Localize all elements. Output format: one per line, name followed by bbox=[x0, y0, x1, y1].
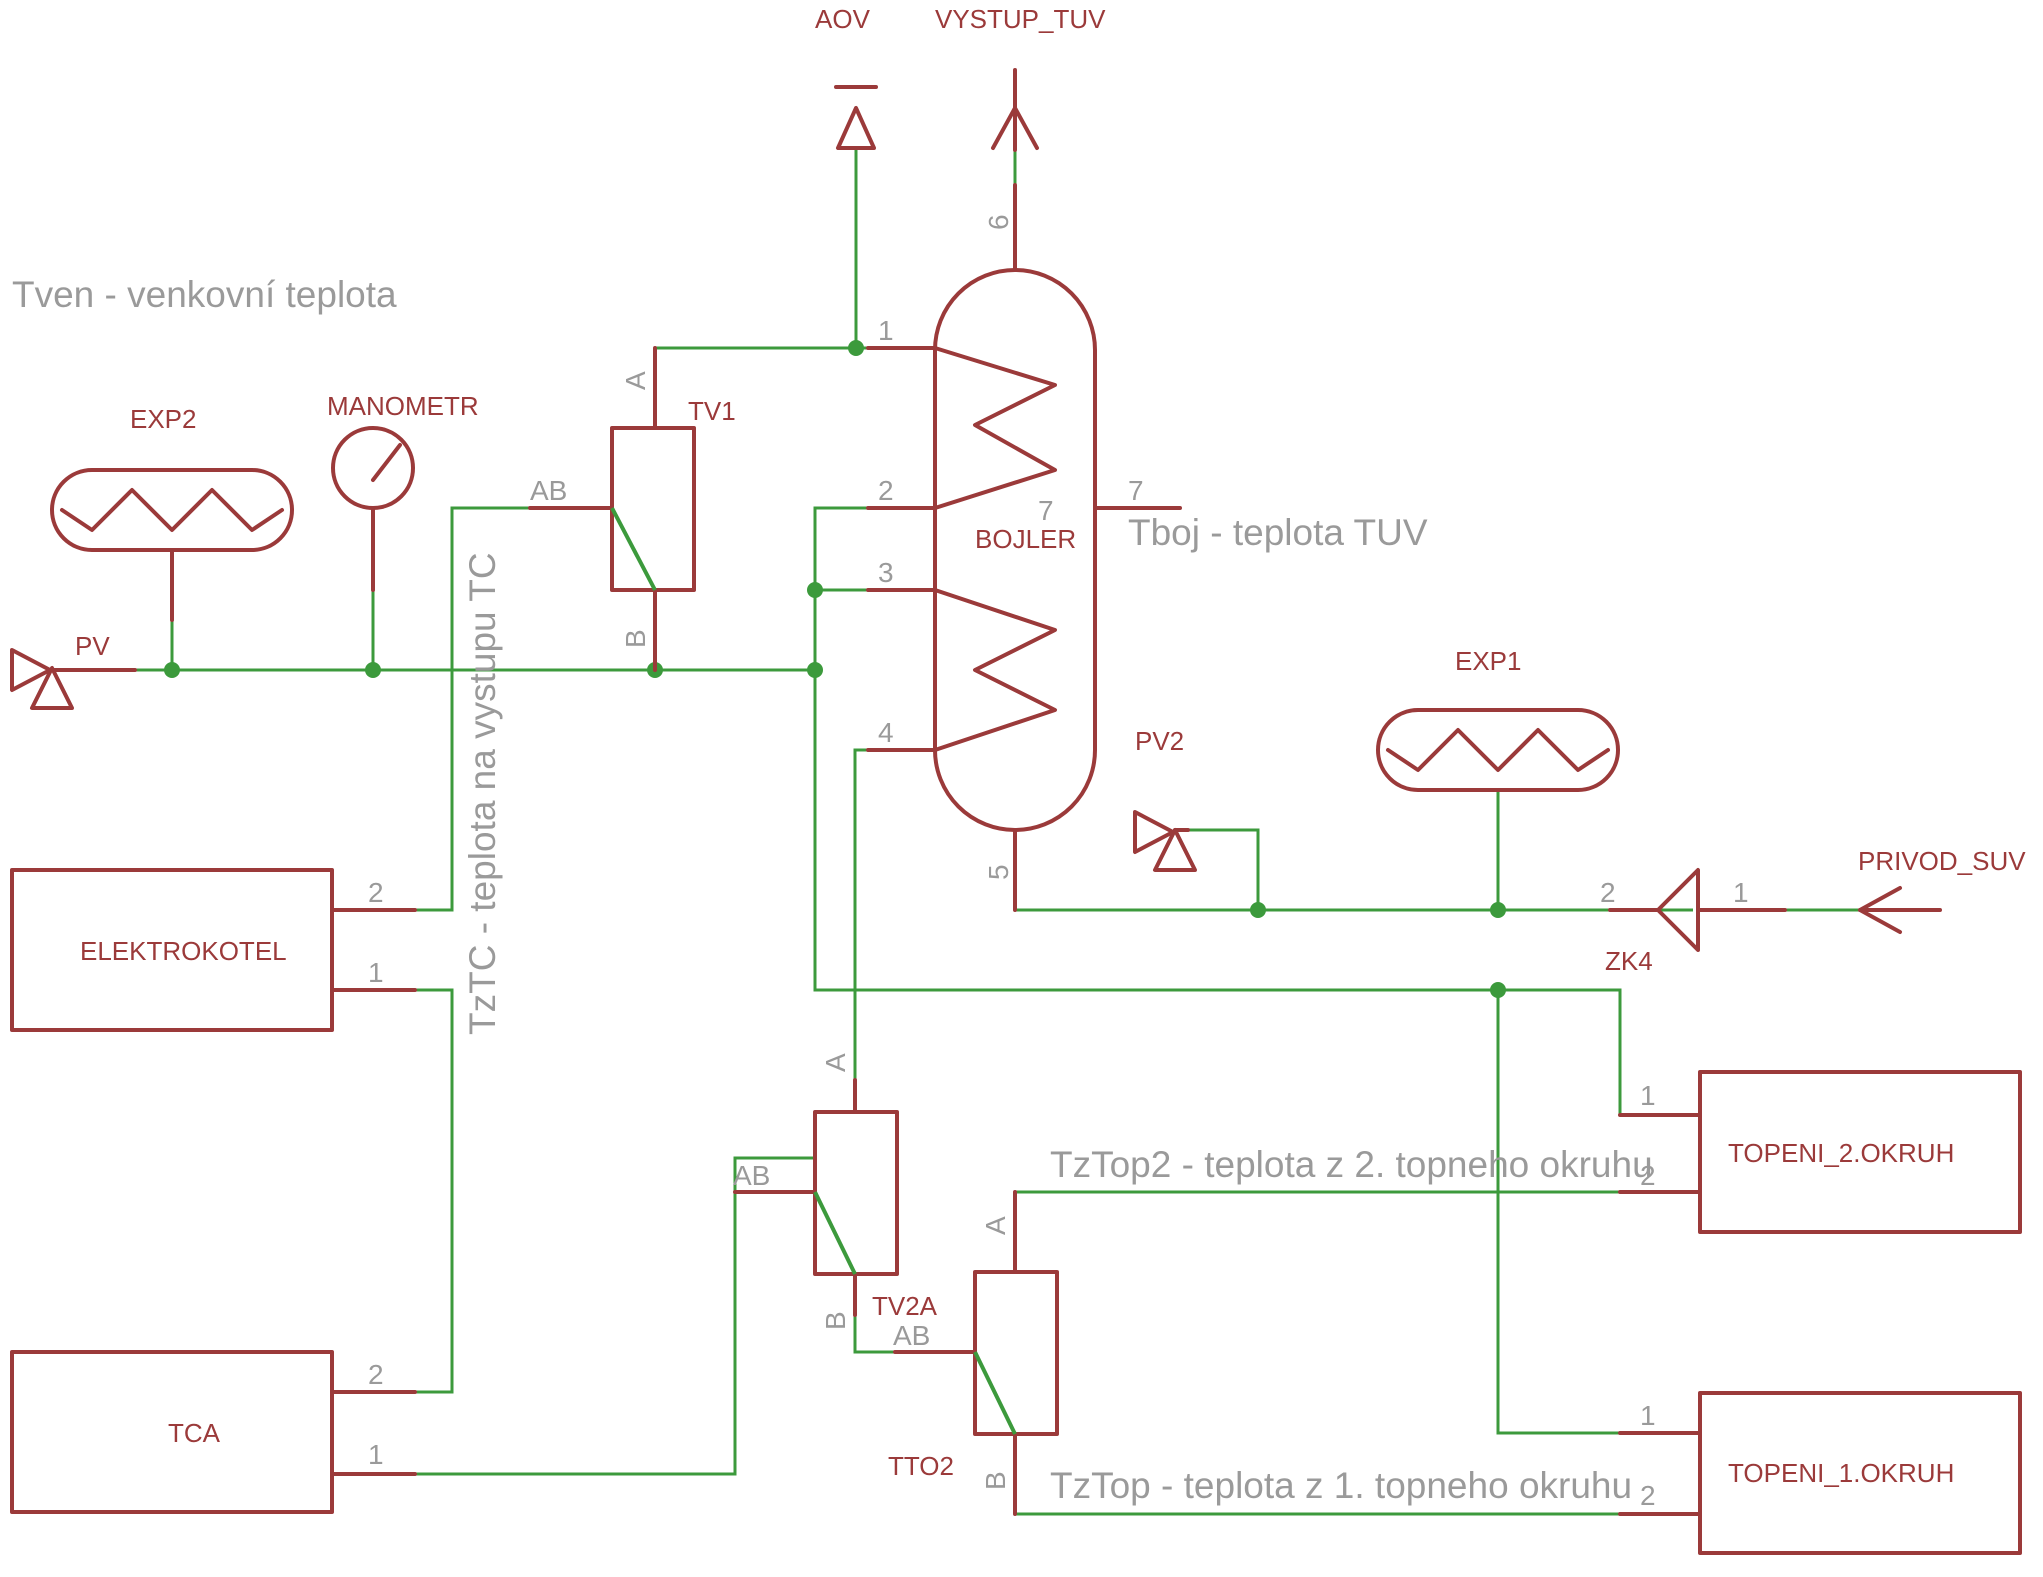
label-exp1: EXP1 bbox=[1455, 646, 1522, 676]
label-manometr: MANOMETR bbox=[327, 391, 479, 421]
label-tca: TCA bbox=[168, 1418, 221, 1448]
junction-dot bbox=[365, 662, 381, 678]
junction-dot bbox=[807, 662, 823, 678]
pin-tv1-b: B bbox=[620, 629, 651, 648]
note-tven: Tven - venkovní teplota bbox=[12, 274, 397, 315]
junction-dot bbox=[848, 340, 864, 356]
wire-tto2-a-topeni2 bbox=[1013, 1190, 1660, 1272]
pin-bojler-2: 2 bbox=[878, 475, 894, 506]
aov-symbol bbox=[834, 85, 878, 150]
vystup-tuv-arrow-icon bbox=[991, 68, 1039, 272]
pin-bojler-1: 1 bbox=[878, 315, 894, 346]
label-topeni2: TOPENI_2.OKRUH bbox=[1728, 1138, 1954, 1168]
tca-block bbox=[10, 1350, 417, 1514]
pin-topeni2-1: 1 bbox=[1640, 1080, 1656, 1111]
label-zk4: ZK4 bbox=[1605, 946, 1653, 976]
label-tv2a: TV2A bbox=[872, 1291, 938, 1321]
wire-bojler-4-tv2a-a bbox=[853, 748, 935, 1080]
junction-dot bbox=[807, 582, 823, 598]
pin-tv1-ab: AB bbox=[530, 475, 567, 506]
tto2-valve bbox=[893, 1190, 1059, 1516]
label-pv: PV bbox=[75, 631, 110, 661]
pin-tto2-ab: AB bbox=[893, 1320, 930, 1351]
topeni-2-okruh-block bbox=[1618, 1070, 2022, 1234]
pin-bojler-5: 5 bbox=[983, 864, 1014, 880]
pin-bojler-7-outer: 7 bbox=[1128, 475, 1144, 506]
exp1-tank bbox=[1376, 708, 1620, 792]
note-tztop2: TzTop2 - teplota z 2. topneho okruhu bbox=[1050, 1144, 1653, 1185]
wire-tv1-ab-tztc bbox=[400, 506, 570, 912]
label-tv1: TV1 bbox=[688, 396, 736, 426]
junctions bbox=[164, 340, 1506, 998]
wire-bojler-2-3 bbox=[813, 506, 1700, 1117]
wires bbox=[135, 150, 1860, 1516]
pin-tv2a-ab: AB bbox=[733, 1160, 770, 1191]
label-bojler: BOJLER bbox=[975, 524, 1076, 554]
pin-tv2a-a: A bbox=[820, 1053, 851, 1072]
tv2a-valve bbox=[733, 1078, 899, 1317]
privod-suv-arrow-icon bbox=[1858, 886, 1942, 934]
coil-upper bbox=[933, 346, 1057, 510]
tv1-valve bbox=[528, 346, 696, 672]
zk4-check-valve-icon bbox=[1608, 868, 1787, 952]
pin-tv2a-b: B bbox=[820, 1311, 851, 1330]
wire-tca-1-tv2a-ab bbox=[415, 1156, 815, 1476]
junction-dot bbox=[1490, 982, 1506, 998]
coil-lower bbox=[933, 588, 1057, 752]
pin-tv1-a: A bbox=[620, 371, 651, 390]
note-tztop: TzTop - teplota z 1. topneho okruhu bbox=[1050, 1465, 1632, 1506]
pin-topeni1-2: 2 bbox=[1640, 1480, 1656, 1511]
wire-elektrokotel-1-tca-2 bbox=[415, 988, 454, 1394]
junction-dot bbox=[1490, 902, 1506, 918]
manometr-gauge-icon bbox=[331, 426, 415, 592]
pin-bojler-4: 4 bbox=[878, 717, 894, 748]
label-exp2: EXP2 bbox=[130, 404, 197, 434]
label-aov: AOV bbox=[815, 4, 871, 34]
label-topeni1: TOPENI_1.OKRUH bbox=[1728, 1458, 1954, 1488]
exp2-tank bbox=[50, 468, 294, 622]
wire-pv2 bbox=[1188, 828, 1260, 910]
topeni-1-okruh-block bbox=[1618, 1391, 2022, 1555]
label-elektrokotel: ELEKTROKOTEL bbox=[80, 936, 287, 966]
note-tztc: TzTC - teplota na vystupu TC bbox=[462, 552, 503, 1035]
bojler-tank bbox=[866, 268, 1182, 912]
pv-valve-icon bbox=[10, 648, 137, 710]
pin-bojler-3: 3 bbox=[878, 557, 894, 588]
pin-elektrokotel-2: 2 bbox=[368, 877, 384, 908]
pin-tto2-a: A bbox=[980, 1216, 1011, 1235]
note-tboj: Tboj - teplota TUV bbox=[1128, 512, 1428, 553]
label-tto2: TTO2 bbox=[888, 1451, 954, 1481]
wire-return-topeni1 bbox=[1496, 990, 1700, 1435]
pin-elektrokotel-1: 1 bbox=[368, 957, 384, 988]
junction-dot bbox=[1250, 902, 1266, 918]
pin-tca-2: 2 bbox=[368, 1359, 384, 1390]
pv2-valve-icon bbox=[1133, 810, 1197, 872]
pin-zk4-1: 1 bbox=[1733, 877, 1749, 908]
junction-dot bbox=[164, 662, 180, 678]
label-privod-suv: PRIVOD_SUV bbox=[1858, 846, 2026, 876]
pin-tto2-b: B bbox=[980, 1471, 1011, 1490]
elektrokotel-block bbox=[10, 868, 417, 1032]
label-vystup-tuv: VYSTUP_TUV bbox=[935, 4, 1106, 34]
pin-topeni1-1: 1 bbox=[1640, 1400, 1656, 1431]
pin-bojler-7-inner: 7 bbox=[1038, 495, 1054, 526]
label-pv2: PV2 bbox=[1135, 726, 1184, 756]
pin-tca-1: 1 bbox=[368, 1439, 384, 1470]
pin-topeni2-2: 2 bbox=[1640, 1160, 1656, 1191]
pin-bojler-6: 6 bbox=[983, 214, 1014, 230]
pin-zk4-2: 2 bbox=[1600, 877, 1616, 908]
